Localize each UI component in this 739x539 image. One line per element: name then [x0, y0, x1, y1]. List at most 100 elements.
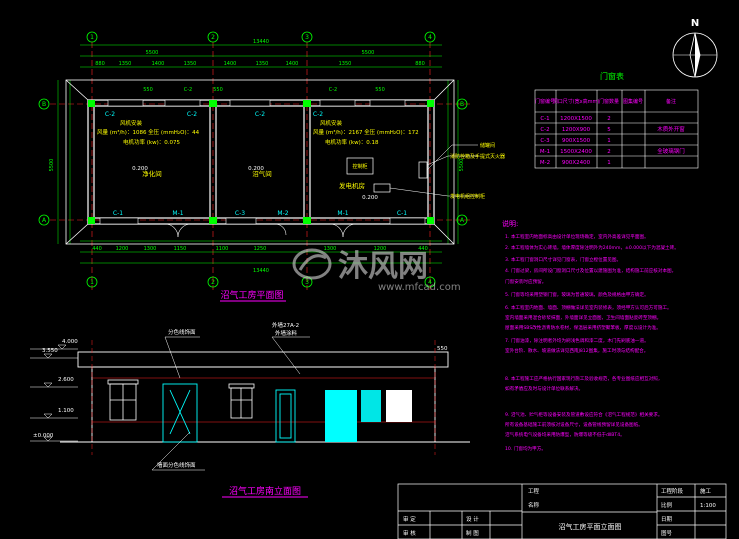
watermark-logo-icon: [292, 248, 332, 280]
callout-right-1: 外墙27A-2: [272, 321, 299, 329]
callout-right-2: 外墙涂料: [275, 329, 298, 337]
tb-stage-value: 施工: [700, 487, 712, 495]
tb-scale-label: 比例: [661, 501, 673, 509]
tb-drawing-title: 沼气工房平面立面图: [559, 522, 622, 531]
control-cabinet: [346, 157, 374, 175]
table-row-qty: 1: [607, 160, 611, 166]
grid-label-b-right: A: [460, 217, 465, 224]
room-name-purify: 净化间: [142, 169, 162, 178]
vent-label: 风机安装: [320, 119, 343, 127]
code-c2: C-2: [255, 111, 265, 118]
dim-bottom-seg: 1250: [254, 246, 267, 252]
tb-scale-value: 1:100: [700, 503, 716, 509]
door-swings: [164, 223, 357, 238]
north-label: N: [691, 18, 699, 29]
door-table-header: 图集编号: [623, 98, 643, 105]
spec-right-1: 风量 (m³/h)：2167 全压 (mmH₂O)：172: [313, 128, 419, 136]
dim-top-seg: 1400: [224, 61, 237, 67]
dim-bottom-seg: 1100: [216, 246, 229, 252]
note-line: 沼气系统电气设备均采用防爆型，防爆等级不低于dⅡBT4。: [505, 431, 625, 438]
dim-half-left: 5500: [146, 50, 159, 56]
code-top: 550: [143, 87, 153, 93]
door-table-header: 备注: [666, 98, 676, 105]
dim-top-seg: 880: [415, 61, 425, 67]
code-c1: C-1: [397, 210, 407, 217]
elevation-window-left: [107, 379, 139, 421]
elevation-leaders: [151, 336, 310, 471]
level-2600: 2.600: [58, 377, 74, 383]
tb-project: 工程: [528, 487, 540, 495]
grid-label-b: A: [42, 217, 47, 224]
note-line: 10. 门窗均为甲方。: [505, 445, 546, 452]
note-line: 2. 本工程墙体为实心砖墙，墙体厚度除注明外为240mm，±0.000以下为混凝…: [505, 244, 679, 251]
building-walls: [87, 99, 435, 225]
elev-mark: 0.200: [362, 195, 378, 201]
note-hydrant: 消防栓箱及手提式灭火器: [450, 153, 505, 160]
dim-side-right: 5500: [459, 159, 465, 172]
watermark-brand: 沐风网: [338, 249, 428, 284]
table-row-qty: 2: [607, 149, 611, 155]
dim-half-right: 5500: [362, 50, 375, 56]
note-line: 6. 本工程室内地面、墙面、顶棚做法详见室内装修表，须经甲方认可后方可施工。: [505, 304, 672, 311]
elevation-levels: [30, 344, 78, 442]
table-row-code: M-1: [540, 149, 550, 155]
dim-top-seg: 1350: [256, 61, 269, 67]
dim-top-seg: 1400: [286, 61, 299, 67]
note-line: 如有矛盾应及时与设计单位联系解决。: [505, 385, 583, 392]
note-line: 8. 本工程施工应严格执行国家现行施工及验收规范，各专业图纸应相互对照，: [505, 375, 662, 382]
note-line: 9. 沼气池、贮气柜等设备安装及管道敷设应符合《沼气工程规范》相关要求。: [505, 411, 662, 418]
dim-top-seg: 1350: [339, 61, 352, 67]
table-row-note: 全玻璃钢门: [657, 147, 685, 155]
dim-bottom-seg: 1150: [174, 246, 187, 252]
code-m2: M-2: [277, 210, 288, 217]
table-row-code: M-2: [540, 160, 550, 166]
door-table-header: 洞口尺寸(宽x高mm): [553, 98, 600, 105]
table-row-qty: 5: [607, 127, 611, 133]
table-row-size: 1200X900: [562, 127, 591, 133]
table-row-note: 木质外开窗: [657, 125, 685, 133]
dim-bottom-seg: 440: [92, 246, 102, 252]
dim-side-left: 5500: [49, 159, 55, 172]
notes-heading: 说明:: [502, 219, 518, 228]
elevation-window-right: [386, 390, 412, 422]
dim-bottom-seg: 1300: [324, 246, 337, 252]
watermark: 沐风网 www.mfcad.com: [292, 248, 461, 293]
tb-role: 审 定: [403, 515, 416, 523]
dim-top-seg: 1350: [119, 61, 132, 67]
plan-title: 沼气工房平面图: [220, 289, 283, 301]
note-line: 室外台阶、散水、坡道做法详见西南J812图集，施工时须与结构配合。: [505, 347, 648, 354]
callout-bottom: 墙面分色线饰面: [157, 461, 196, 469]
dim-bottom-seg: 1200: [116, 246, 129, 252]
roof-outline: [65, 79, 455, 245]
note-line: 3. 本工程门窗洞口尺寸详见门窗表，门窗立樘位置见图。: [505, 256, 621, 263]
code-top: 550: [213, 87, 223, 93]
hydrant-box: [373, 161, 428, 193]
note-line: 4. 门窗过梁，房间所设门窗洞口尺寸及位置以建施图为准，结构施工前应核对本图，: [505, 267, 676, 274]
windows-top: [107, 99, 406, 107]
grid-label-4-bottom: 4: [428, 279, 432, 286]
elevation-opening-right: [361, 390, 381, 422]
grid-label-3: 3: [305, 34, 309, 41]
code-c3: C-3: [235, 210, 245, 217]
vent-label: 风机安装: [120, 119, 143, 127]
level-1100: 1.100: [58, 408, 74, 414]
door-table-grid: [534, 89, 699, 169]
note-line: 5. 门窗等均采用塑钢门窗，玻璃为普通玻璃，颜色及规格由甲方确定。: [505, 291, 649, 298]
parapet-dim: 550: [437, 346, 448, 352]
table-row-size: 900X2400: [562, 160, 591, 166]
control-cabinet-label: 控制柜: [352, 163, 367, 170]
note-line: 屋面采用SBS改性沥青防水卷材，保温层采用挤塑聚苯板，厚度以设计为准。: [505, 324, 661, 331]
leader-lines: [389, 144, 478, 197]
tb-date-label: 日期: [661, 516, 673, 523]
grid-label-1-bottom: 1: [90, 279, 94, 286]
dim-bottom-seg: 1300: [144, 246, 157, 252]
dim-top-seg: 1350: [184, 61, 197, 67]
code-top: C-2: [184, 87, 192, 93]
code-c2: C-2: [105, 111, 115, 118]
title-block-grid: [397, 483, 727, 539]
code-top: C-2: [329, 87, 337, 93]
level-3550: 3.550: [42, 348, 58, 354]
note-line: 1. 本工程室内地面标高由设计单位现场确定，室内外高差详见平面图。: [505, 233, 649, 240]
elev-mark: 0.200: [132, 166, 148, 172]
grid-label-2: 2: [211, 34, 215, 41]
